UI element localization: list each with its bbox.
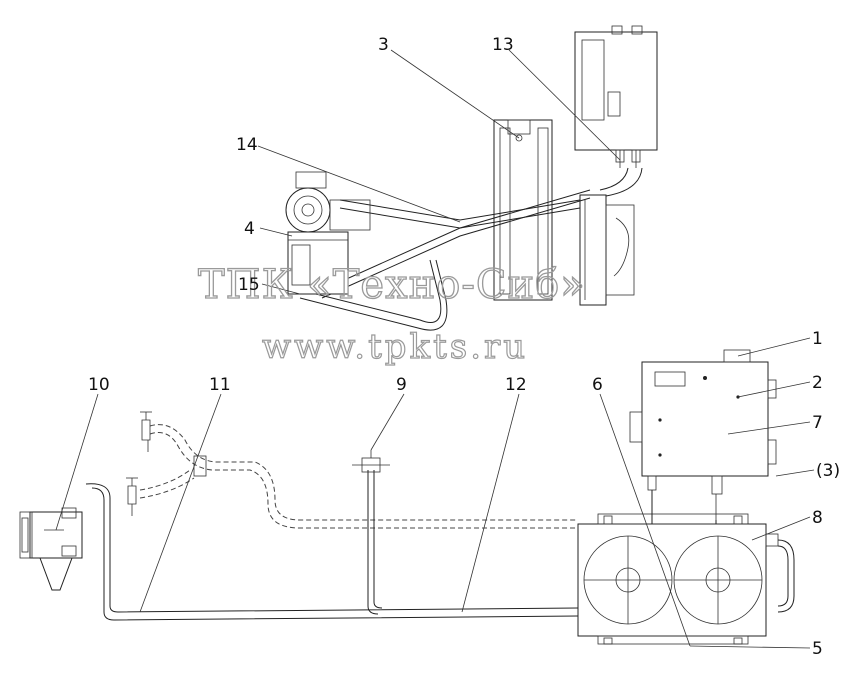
lower-assembly: [19, 349, 795, 645]
watermark: ТПК «Техно-Сиб» www.tpkts.ru: [197, 261, 586, 367]
callout-4: 4: [244, 219, 255, 239]
main-pipes: [85, 450, 717, 621]
watermark-url: www.tpkts.ru: [262, 327, 528, 367]
callout-labels: 3 13 14 4 15 1 2 7 (3) 8 5 6 12 9 11 10: [88, 35, 840, 659]
callout-12: 12: [505, 375, 527, 395]
cooler-twin-fan: [577, 513, 795, 645]
drain-taps: [126, 411, 152, 516]
cooler-fan-unit: [579, 194, 635, 306]
callout-8: 8: [812, 508, 823, 528]
callout-11: 11: [209, 375, 231, 395]
callout-15: 15: [238, 275, 260, 295]
callout-2: 2: [812, 373, 823, 393]
pump-assembly: [285, 171, 371, 295]
pump-motor-left: [19, 507, 83, 591]
callout-9: 9: [396, 375, 407, 395]
callout-5: 5: [812, 639, 823, 659]
callout-13: 13: [492, 35, 514, 55]
callout-14: 14: [236, 135, 258, 155]
hidden-pipes: [139, 424, 578, 529]
oil-tank-upper: [574, 25, 658, 168]
pipe-bundle: [299, 167, 643, 331]
upper-assembly: [285, 25, 658, 331]
callout-3: 3: [378, 35, 389, 55]
callout-3-ref: (3): [816, 461, 840, 481]
callout-6: 6: [592, 375, 603, 395]
callout-1: 1: [812, 329, 823, 349]
hydraulic-tank: [629, 349, 777, 520]
callout-10: 10: [88, 375, 110, 395]
watermark-company: ТПК «Техно-Сиб»: [198, 262, 586, 308]
leader-lines: [55, 49, 815, 649]
callout-7: 7: [812, 413, 823, 433]
